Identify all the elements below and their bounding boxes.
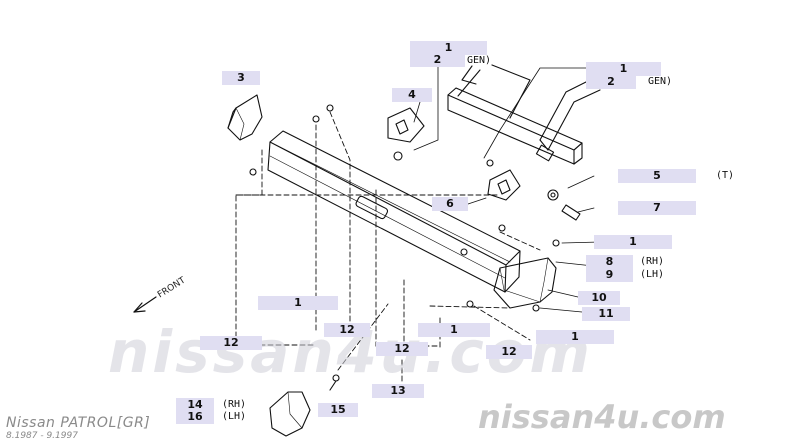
callout-2[interactable]: 2 (586, 75, 636, 89)
hardware (249, 104, 581, 391)
callout-10[interactable]: 10 (578, 291, 620, 305)
callout-1[interactable]: 1 (586, 62, 661, 76)
callout-8[interactable]: 8 (586, 255, 633, 269)
callout-13[interactable]: 13 (372, 384, 424, 398)
callout-1[interactable]: 1 (418, 323, 490, 337)
callout-2[interactable]: 2 (410, 53, 465, 67)
bumper-bar (267, 130, 521, 293)
callout-1[interactable]: 1 (536, 330, 614, 344)
footer-model: Nissan PATROL[GR] (6, 415, 151, 431)
callout-1[interactable]: 1 (258, 296, 338, 310)
watermark-corner: nissan4u.com (478, 398, 726, 436)
side-cap-right (493, 257, 557, 309)
footer-dates: 8.1987 - 9.1997 (6, 431, 78, 441)
note-lh-9: (LH) (640, 269, 665, 280)
bracket-lower (486, 159, 521, 201)
note-gen-1: GEN) (467, 55, 492, 66)
frame-tubes (447, 64, 601, 165)
callout-1[interactable]: 1 (410, 41, 487, 55)
note-t-5: (T) (716, 170, 735, 181)
callout-5[interactable]: 5 (618, 169, 696, 183)
callout-7[interactable]: 7 (618, 201, 696, 215)
callout-12[interactable]: 12 (376, 342, 428, 356)
front-arrow (133, 296, 157, 313)
side-cap-left (227, 94, 263, 141)
callout-3[interactable]: 3 (222, 71, 260, 85)
callout-1[interactable]: 1 (594, 235, 672, 249)
callout-6[interactable]: 6 (432, 197, 468, 211)
note-lh-16: (LH) (222, 411, 247, 422)
callout-12[interactable]: 12 (486, 345, 532, 359)
callout-16[interactable]: 16 (176, 410, 214, 424)
callout-12[interactable]: 12 (200, 336, 262, 350)
callout-11[interactable]: 11 (582, 307, 630, 321)
note-rh-14: (RH) (222, 399, 247, 410)
corner-part-lower (269, 391, 311, 437)
note-rh-8: (RH) (640, 256, 665, 267)
callout-12[interactable]: 12 (324, 323, 370, 337)
callout-4[interactable]: 4 (392, 88, 432, 102)
note-gen-2: GEN) (648, 76, 673, 87)
callout-15[interactable]: 15 (318, 403, 358, 417)
leader-lines (413, 57, 613, 313)
bracket-upper (387, 107, 425, 161)
callout-9[interactable]: 9 (586, 268, 633, 282)
callout-14[interactable]: 14 (176, 398, 214, 412)
